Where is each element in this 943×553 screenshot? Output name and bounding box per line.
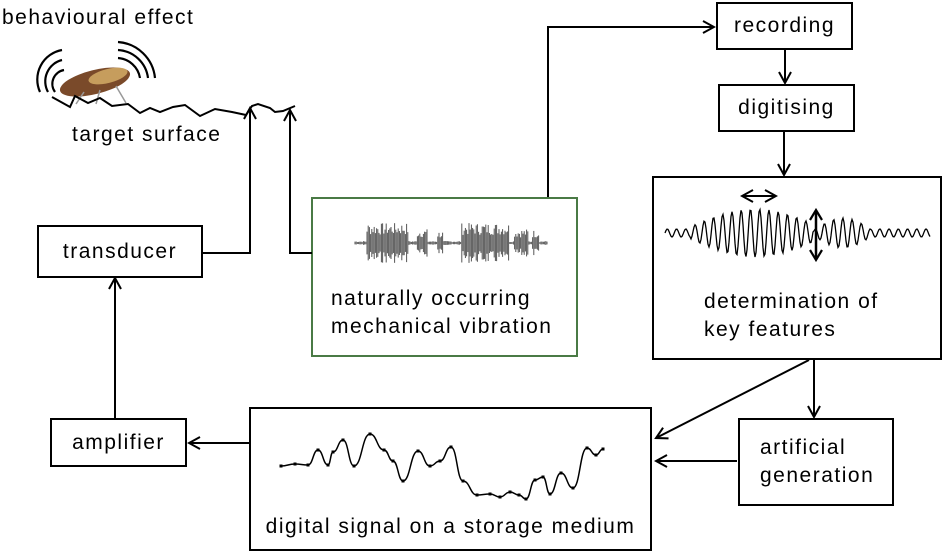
node-natural-vibration-label: naturally occurring mechanical vibration xyxy=(331,287,553,338)
behavioural-effect-label: behavioural effect xyxy=(2,6,195,29)
node-artificial-generation[interactable]: artificial generation xyxy=(738,418,894,506)
node-digital-signal-label: digital signal on a storage medium xyxy=(265,515,636,538)
node-amplifier[interactable]: amplifier xyxy=(50,418,187,467)
node-digital-signal[interactable]: digital signal on a storage medium xyxy=(249,407,652,551)
edge-natural-recording xyxy=(547,27,714,197)
edge-natural-surface xyxy=(290,110,312,254)
node-transducer-label: transducer xyxy=(62,239,178,263)
target-surface-label: target surface xyxy=(72,123,222,146)
node-transducer[interactable]: transducer xyxy=(37,225,203,278)
leafhopper-icon xyxy=(59,67,131,105)
node-artificial-generation-label: artificial generation xyxy=(760,436,875,487)
node-digitising[interactable]: digitising xyxy=(718,84,855,132)
node-digitising-label: digitising xyxy=(738,96,835,119)
vibration-waves-icon xyxy=(36,40,157,93)
node-key-features-label: determination of key features xyxy=(704,290,879,341)
node-recording-label: recording xyxy=(733,14,836,37)
node-amplifier-label: amplifier xyxy=(72,430,165,454)
target-surface-line xyxy=(51,94,296,118)
node-recording[interactable]: recording xyxy=(716,2,853,50)
node-natural-vibration[interactable]: naturally occurring mechanical vibration xyxy=(311,197,578,357)
node-key-features[interactable]: determination of key features xyxy=(652,176,942,360)
